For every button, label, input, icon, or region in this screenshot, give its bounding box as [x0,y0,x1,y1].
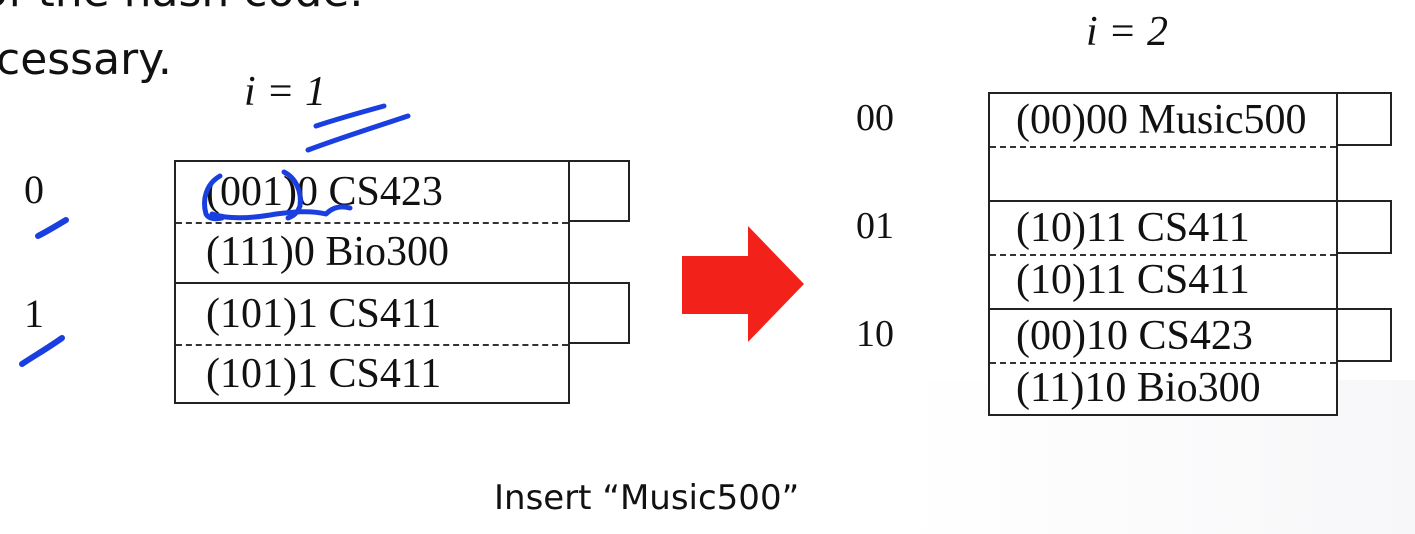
ink-underline-1 [313,103,387,129]
right-bucket-1-slot-0: (10)11 CS411 [1016,205,1250,251]
left-global-depth-label: i = 1 [244,68,326,116]
right-bucket-0-pointer [1336,92,1392,146]
insert-caption: Insert “Music500” [494,478,800,518]
arrow-shape [682,226,804,342]
left-bucket-0: (001)0 CS423 (111)0 Bio300 [174,160,570,284]
left-dir-label-1: 1 [24,291,44,336]
right-dir-label-01: 01 [856,205,894,247]
left-bucket-1-divider [176,344,568,346]
ink-underline-2 [305,113,411,153]
left-bucket-0-slot-1: (111)0 Bio300 [206,229,450,275]
right-bucket-2-divider [990,362,1336,364]
slide-text-line1: e of the hash code. [0,0,363,17]
left-dir-label-0: 0 [24,167,44,212]
right-bucket-0-divider [990,146,1336,148]
right-bucket-0: (00)00 Music500 [988,92,1338,202]
left-bucket-1-slot-0: (101)1 CS411 [206,291,442,337]
right-dir-label-00: 00 [856,97,894,139]
right-bucket-2: (00)10 CS423 (11)10 Bio300 [988,308,1338,416]
ink-mark-0 [35,217,69,239]
right-bucket-1-divider [990,254,1336,256]
right-bucket-2-slot-1: (11)10 Bio300 [1016,365,1261,411]
ink-mark-1 [19,335,65,367]
left-bucket-0-pointer [568,160,630,222]
right-dir-label-10: 10 [856,313,894,355]
right-bucket-1-pointer [1336,200,1392,254]
left-bucket-1-slot-1: (101)1 CS411 [206,351,442,397]
right-bucket-0-slot-0: (00)00 Music500 [1016,97,1307,143]
left-bucket-0-slot-0: (001)0 CS423 [206,169,443,215]
left-bucket-1-pointer [568,282,630,344]
left-bucket-0-divider [176,222,568,224]
left-i-label: i = 1 [244,69,327,115]
right-bucket-1-slot-1: (10)11 CS411 [1016,257,1250,303]
slide-text-line2: cessary. [0,34,172,85]
right-bucket-2-slot-0: (00)10 CS423 [1016,313,1253,359]
right-bucket-2-pointer [1336,308,1392,362]
right-i-label: i = 2 [1086,9,1169,55]
right-global-depth-label: i = 2 [1086,8,1168,56]
left-bucket-1: (101)1 CS411 (101)1 CS411 [174,282,570,404]
right-bucket-1: (10)11 CS411 (10)11 CS411 [988,200,1338,310]
right-bucket-0-slot-1 [990,150,1336,202]
